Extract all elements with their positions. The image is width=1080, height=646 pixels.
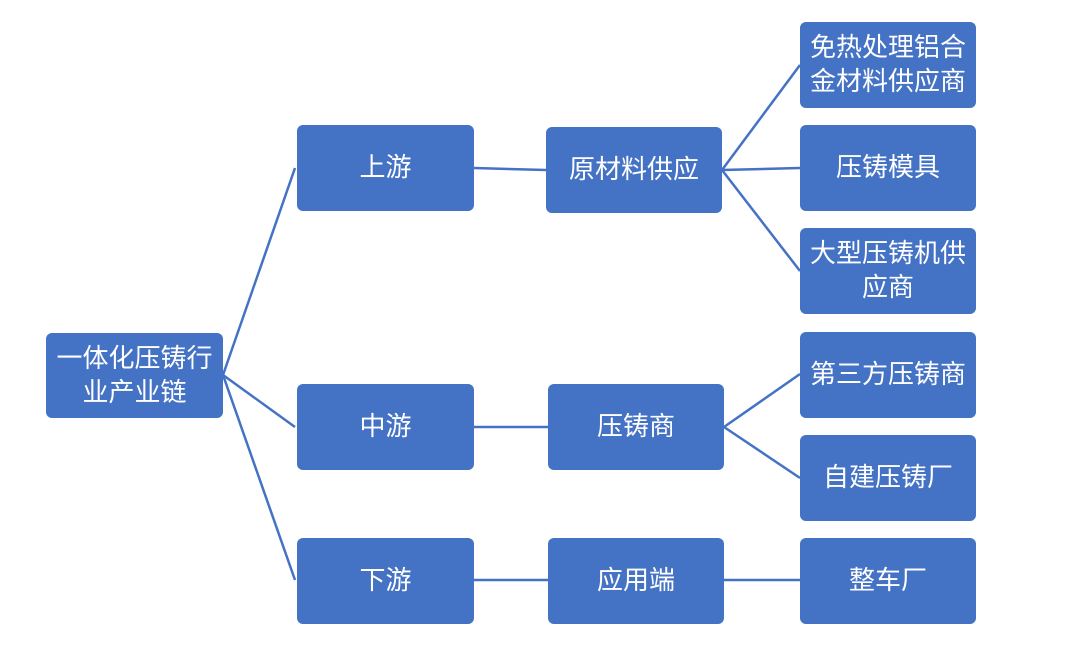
- connector-raw-machine: [721, 169, 801, 272]
- connector-up-raw: [473, 166, 547, 172]
- connector-caster-third: [723, 372, 801, 429]
- node-upstream: 上游: [297, 125, 474, 211]
- node-application-end: 应用端: [548, 538, 724, 624]
- node-raw-material-supply: 原材料供应: [546, 127, 722, 213]
- connector-root-mid: [222, 373, 296, 429]
- node-midstream: 中游: [297, 384, 474, 470]
- connector-caster-self: [723, 425, 801, 480]
- node-self-built-plant: 自建压铸厂: [800, 435, 976, 521]
- node-die-casting-machine-supplier: 大型压铸机供 应商: [800, 228, 976, 314]
- connector-raw-alloy: [720, 64, 802, 171]
- node-downstream: 下游: [297, 538, 474, 624]
- connector-root-down: [221, 374, 297, 581]
- node-third-party-caster: 第三方压铸商: [800, 332, 976, 418]
- node-root: 一体化压铸行 业产业链: [46, 333, 223, 418]
- node-vehicle-oem: 整车厂: [800, 538, 976, 624]
- node-die-casting-mold: 压铸模具: [800, 125, 976, 211]
- node-alloy-material-supplier: 免热处理铝合 金材料供应商: [800, 22, 976, 108]
- connector-root-up: [221, 167, 297, 376]
- connector-raw-mold: [721, 166, 801, 172]
- node-die-caster: 压铸商: [548, 384, 724, 470]
